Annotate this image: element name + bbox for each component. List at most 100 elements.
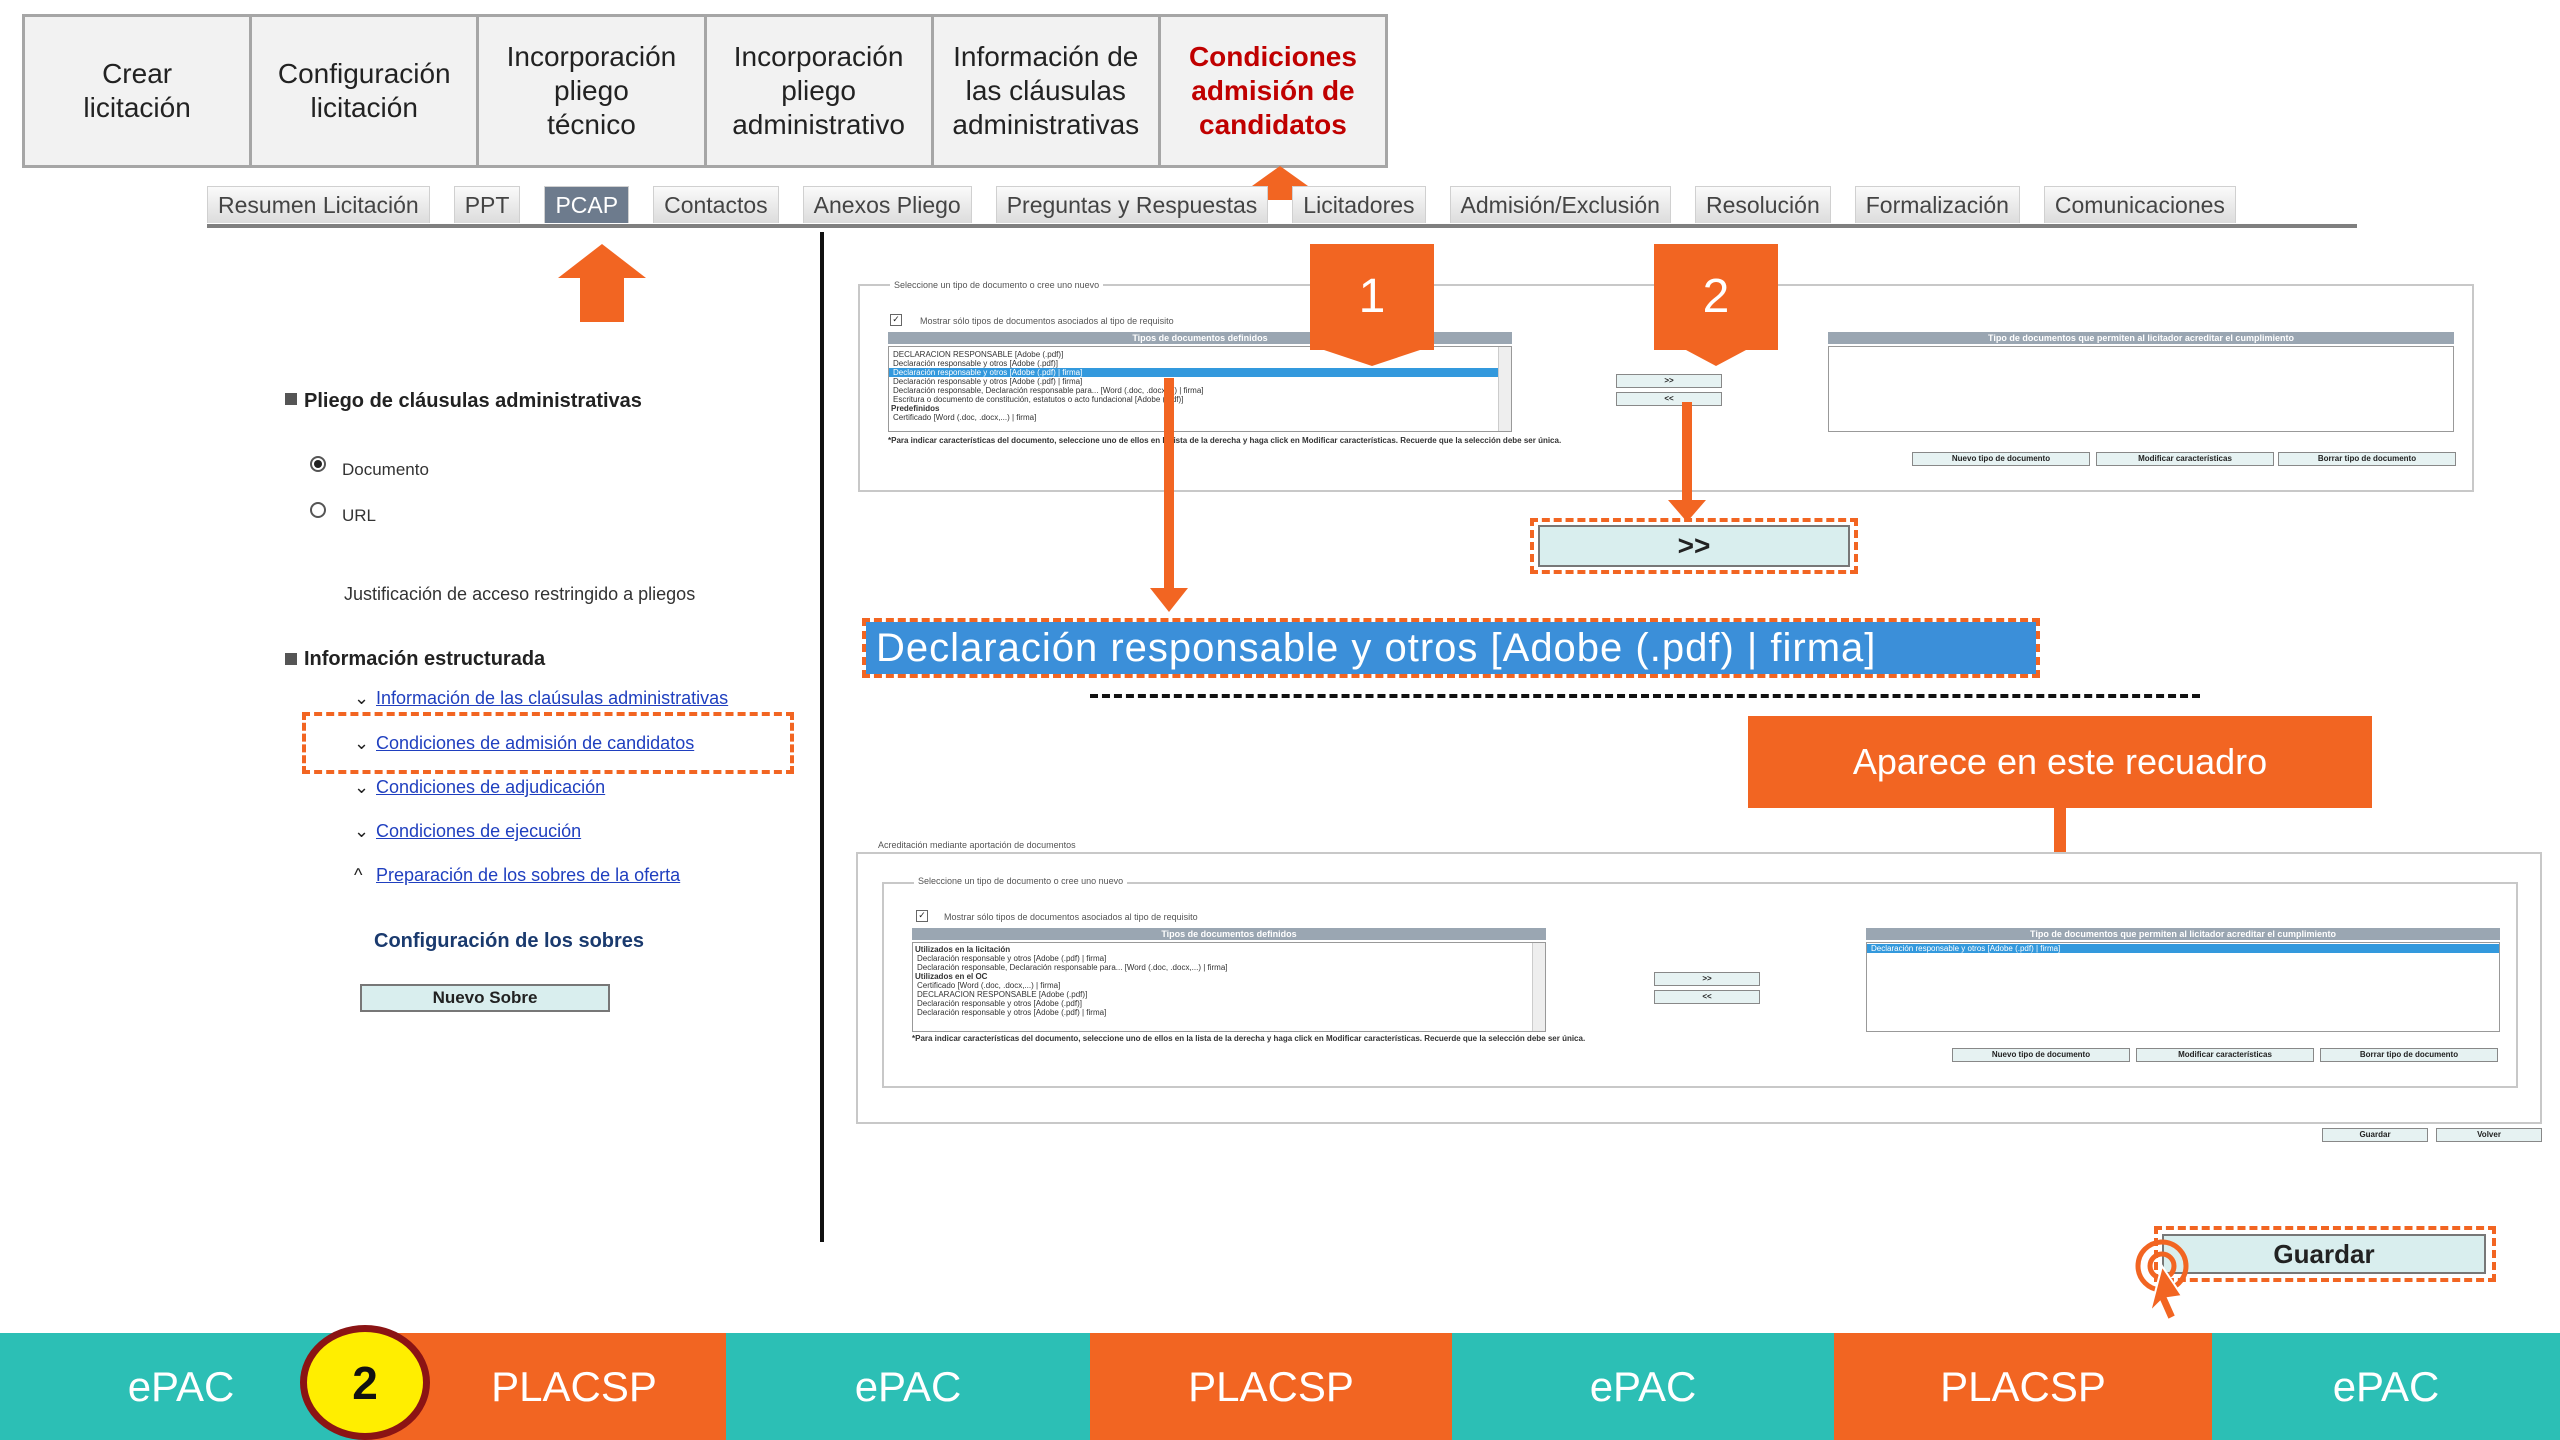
tab-comunicaciones[interactable]: Comunicaciones bbox=[2043, 186, 2236, 223]
top-panel-legend: Seleccione un tipo de documento o cree u… bbox=[890, 280, 1104, 290]
guardar-small-button[interactable]: Guardar bbox=[2322, 1128, 2428, 1142]
list-group-header: Utilizados en la licitación bbox=[915, 945, 1011, 954]
add-to-accredit-button[interactable]: >> bbox=[1538, 525, 1850, 567]
sobres-heading: Configuración de los sobres bbox=[374, 930, 645, 952]
step-configuracion-licitacion: Configuración licitación bbox=[252, 17, 480, 165]
step-pointer-arrow-icon bbox=[1252, 166, 1308, 200]
selected-document-type-zoom: Declaración responsable y otros [Adobe (… bbox=[866, 622, 2036, 674]
bottom-navigation-bar: ePAC PLACSP ePAC PLACSP ePAC PLACSP ePAC bbox=[0, 1333, 2560, 1440]
tab-preguntas-respuestas[interactable]: Preguntas y Respuestas bbox=[995, 186, 1269, 223]
chevron-down-icon: ⌄ bbox=[354, 688, 370, 708]
list-item-selected[interactable]: Declaración responsable y otros [Adobe (… bbox=[889, 368, 1511, 377]
list-item[interactable]: Declaración responsable y otros [Adobe (… bbox=[893, 359, 1058, 368]
scrollbar[interactable] bbox=[1532, 943, 1545, 1031]
list-item[interactable]: Declaración responsable, Declaración res… bbox=[893, 386, 1204, 395]
radio-url[interactable] bbox=[310, 502, 326, 518]
step-number-badge: 2 bbox=[300, 1325, 430, 1440]
callout-1: 1 bbox=[1310, 244, 1434, 350]
bar-segment-placsp: PLACSP bbox=[1834, 1333, 2212, 1440]
list-item[interactable]: Declaración responsable y otros [Adobe (… bbox=[917, 1008, 1107, 1017]
bar-segment-epac: ePAC bbox=[1452, 1333, 1834, 1440]
top-accredit-types-list[interactable] bbox=[1828, 346, 2454, 432]
process-steps: Crear licitación Configuración licitació… bbox=[22, 14, 1388, 168]
top-borrar-button[interactable]: Borrar tipo de documento bbox=[2278, 452, 2456, 466]
guardar-button[interactable]: Guardar bbox=[2162, 1234, 2486, 1274]
list-item[interactable]: DECLARACION RESPONSABLE [Adobe (.pdf)] bbox=[893, 350, 1064, 359]
volver-small-button[interactable]: Volver bbox=[2436, 1128, 2542, 1142]
link-preparacion-sobres[interactable]: Preparación de los sobres de la oferta bbox=[376, 865, 681, 885]
top-right-list-header: Tipo de documentos que permiten al licit… bbox=[1828, 332, 2454, 344]
link-condiciones-adjudicacion[interactable]: Condiciones de adjudicación bbox=[376, 777, 606, 797]
bottom-borrar-button[interactable]: Borrar tipo de documento bbox=[2320, 1048, 2498, 1062]
tab-ppt[interactable]: PPT bbox=[453, 186, 521, 223]
list-group-header: Utilizados en el OC bbox=[915, 972, 988, 981]
highlight-add-button bbox=[1530, 518, 1858, 574]
pliego-heading: Pliego de cláusulas administrativas bbox=[304, 390, 642, 412]
link-condiciones-ejecucion[interactable]: Condiciones de ejecución bbox=[376, 821, 582, 841]
highlight-condiciones bbox=[302, 712, 794, 774]
top-checkbox[interactable]: ✓ bbox=[890, 314, 902, 326]
link-condiciones-admision[interactable]: Condiciones de admisión de candidatos bbox=[376, 733, 695, 753]
list-item[interactable]: Escritura o documento de constitución, e… bbox=[893, 395, 1184, 404]
justificacion-text[interactable]: Justificación de acceso restringido a pl… bbox=[344, 584, 696, 604]
tab-contactos[interactable]: Contactos bbox=[653, 186, 779, 223]
bottom-nuevo-tipo-button[interactable]: Nuevo tipo de documento bbox=[1952, 1048, 2130, 1062]
list-item[interactable]: Declaración responsable, Declaración res… bbox=[917, 963, 1228, 972]
list-item[interactable]: Declaración responsable y otros [Adobe (… bbox=[893, 377, 1083, 386]
down-arrow-shaft bbox=[1682, 402, 1692, 502]
panel-divider bbox=[820, 232, 824, 1242]
bottom-checkbox[interactable]: ✓ bbox=[916, 910, 928, 922]
list-item[interactable]: DECLARACION RESPONSABLE [Adobe (.pdf)] bbox=[917, 990, 1088, 999]
list-item[interactable]: Certificado [Word (.doc, .docx,...) | fi… bbox=[893, 413, 1037, 422]
callout-aparece: Aparece en este recuadro bbox=[1748, 716, 2372, 808]
highlight-selection bbox=[862, 618, 2040, 678]
top-modificar-button[interactable]: Modificar características bbox=[2096, 452, 2274, 466]
chevron-down-icon: ⌄ bbox=[354, 777, 370, 797]
bottom-modificar-button[interactable]: Modificar características bbox=[2136, 1048, 2314, 1062]
list-item[interactable]: Declaración responsable y otros [Adobe (… bbox=[917, 954, 1107, 963]
bottom-accredit-types-list[interactable]: Declaración responsable y otros [Adobe (… bbox=[1866, 942, 2500, 1032]
info-heading: Información estructurada bbox=[304, 648, 546, 670]
tab-resolucion[interactable]: Resolución bbox=[1694, 186, 1831, 223]
radio-url-label: URL bbox=[342, 506, 377, 525]
down-arrow-icon bbox=[1668, 500, 1706, 522]
list-item-selected[interactable]: Declaración responsable y otros [Adobe (… bbox=[1867, 944, 2499, 953]
bottom-right-list-header: Tipo de documentos que permiten al licit… bbox=[1866, 928, 2500, 940]
list-group-header: Predefinidos bbox=[891, 404, 940, 413]
list-item[interactable]: Certificado [Word (.doc, .docx,...) | fi… bbox=[917, 981, 1061, 990]
bottom-defined-types-list[interactable]: Utilizados en la licitación Declaración … bbox=[912, 942, 1546, 1032]
tab-licitadores[interactable]: Licitadores bbox=[1292, 186, 1426, 223]
callout-2: 2 bbox=[1654, 244, 1778, 350]
nuevo-sobre-button[interactable]: Nuevo Sobre bbox=[360, 984, 610, 1012]
chevron-up-icon: ^ bbox=[354, 865, 363, 885]
dashed-separator bbox=[1090, 694, 2200, 698]
tab-pcap[interactable]: PCAP bbox=[544, 186, 630, 223]
radio-documento[interactable] bbox=[310, 456, 326, 472]
bullet-icon bbox=[285, 653, 297, 665]
down-arrow-shaft bbox=[1164, 378, 1174, 588]
bottom-panel-legend: Seleccione un tipo de documento o cree u… bbox=[914, 876, 1128, 886]
bottom-add-button[interactable]: >> bbox=[1654, 972, 1760, 986]
bullet-icon bbox=[285, 393, 297, 405]
step-clausulas-administrativas: Información de las cláusulas administrat… bbox=[934, 17, 1161, 165]
scrollbar[interactable] bbox=[1498, 347, 1511, 431]
pcap-arrow-icon bbox=[558, 244, 646, 322]
step-condiciones-admision: Condiciones admisión de candidatos bbox=[1188, 41, 1357, 140]
top-add-button[interactable]: >> bbox=[1616, 374, 1722, 388]
bottom-checkbox-label: Mostrar sólo tipos de documentos asociad… bbox=[944, 912, 1198, 922]
list-item[interactable]: Declaración responsable y otros [Adobe (… bbox=[917, 999, 1082, 1008]
step-pliego-tecnico: Incorporación pliego técnico bbox=[479, 17, 707, 165]
tab-formalizacion[interactable]: Formalización bbox=[1854, 186, 2020, 223]
step-pliego-administrativo: Incorporación pliego administrativo bbox=[707, 17, 934, 165]
tab-anexos-pliego[interactable]: Anexos Pliego bbox=[802, 186, 972, 223]
top-nuevo-tipo-button[interactable]: Nuevo tipo de documento bbox=[1912, 452, 2090, 466]
bottom-left-list-header: Tipos de documentos definidos bbox=[912, 928, 1546, 940]
top-remove-button[interactable]: << bbox=[1616, 392, 1722, 406]
click-cursor-icon bbox=[2135, 1239, 2189, 1322]
tab-admision-exclusion[interactable]: Admisión/Exclusión bbox=[1449, 186, 1671, 223]
link-info-clausulas[interactable]: Información de las claúsulas administrat… bbox=[376, 688, 729, 708]
callout-2-pointer-icon bbox=[1686, 350, 1746, 366]
tab-resumen-licitacion[interactable]: Resumen Licitación bbox=[207, 186, 430, 223]
bottom-remove-button[interactable]: << bbox=[1654, 990, 1760, 1004]
tab-bar: Resumen Licitación PPT PCAP Contactos An… bbox=[207, 186, 2236, 224]
